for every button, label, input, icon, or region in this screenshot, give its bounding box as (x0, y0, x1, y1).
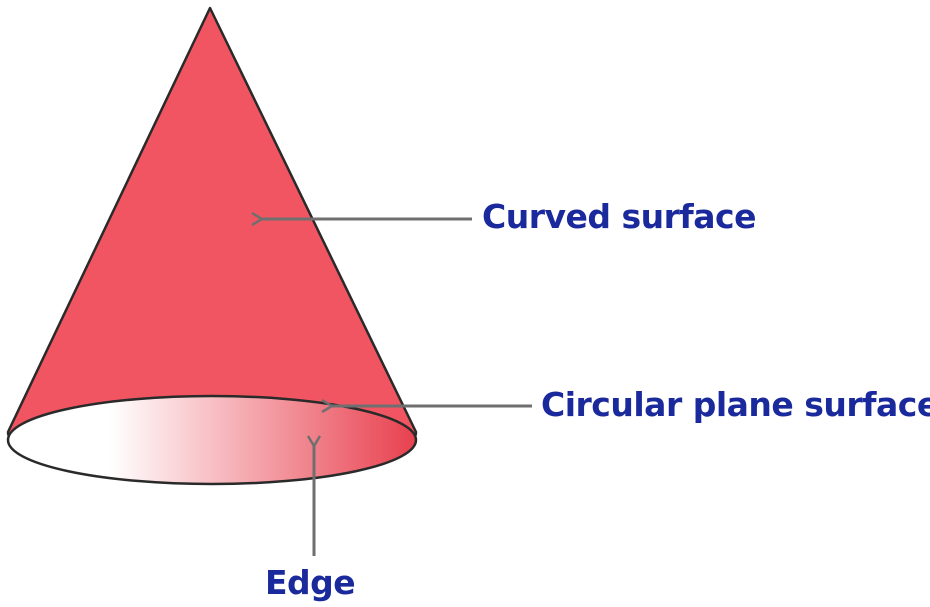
edge-label: Edge (265, 563, 356, 602)
cone-circular-base (6, 394, 418, 486)
circular-plane-surface-label: Circular plane surface (541, 385, 930, 424)
curved-surface-label: Curved surface (482, 197, 756, 236)
